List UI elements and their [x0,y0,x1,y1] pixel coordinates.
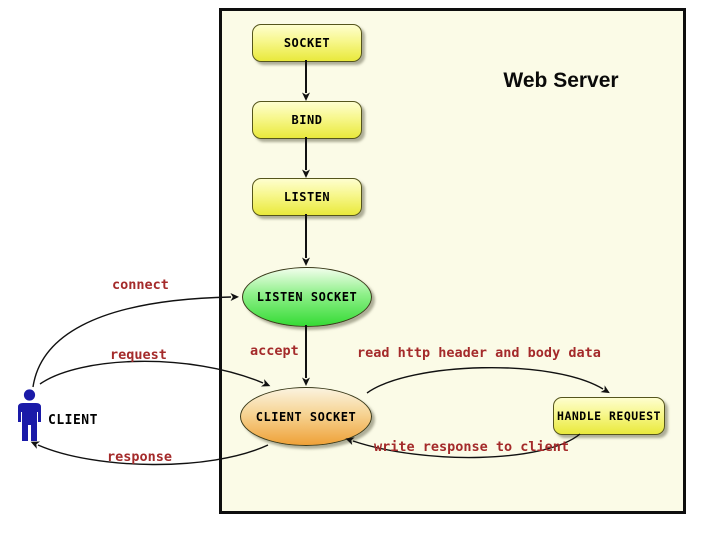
arrow-connect-client-to-listen-socket [32,293,239,388]
edge-label-response: response [107,449,173,465]
node-client-socket: CLIENT SOCKET [240,387,372,446]
node-handle-request: HANDLE REQUEST [553,397,665,435]
node-listen: LISTEN [252,178,362,216]
node-listen-label: LISTEN [283,190,331,204]
node-handle-request-label: HANDLE REQUEST [557,409,661,423]
edge-label-connect: connect [112,277,169,293]
edge-label-request: request [110,347,167,363]
node-client-socket-label: CLIENT SOCKET [255,409,357,424]
edge-label-write-response: write response to client [374,439,570,455]
node-listen-socket: LISTEN SOCKET [242,267,372,327]
node-socket: SOCKET [252,24,362,62]
client-label: CLIENT [48,413,98,428]
node-bind: BIND [252,101,362,139]
node-bind-label: BIND [291,113,323,127]
node-listen-socket-label: LISTEN SOCKET [256,290,358,304]
web-server-title: Web Server [503,69,619,92]
edge-label-accept: accept [250,343,299,359]
node-socket-label: SOCKET [283,36,331,50]
client-person-icon [18,389,41,441]
edge-label-read-http: read http header and body data [357,345,601,361]
